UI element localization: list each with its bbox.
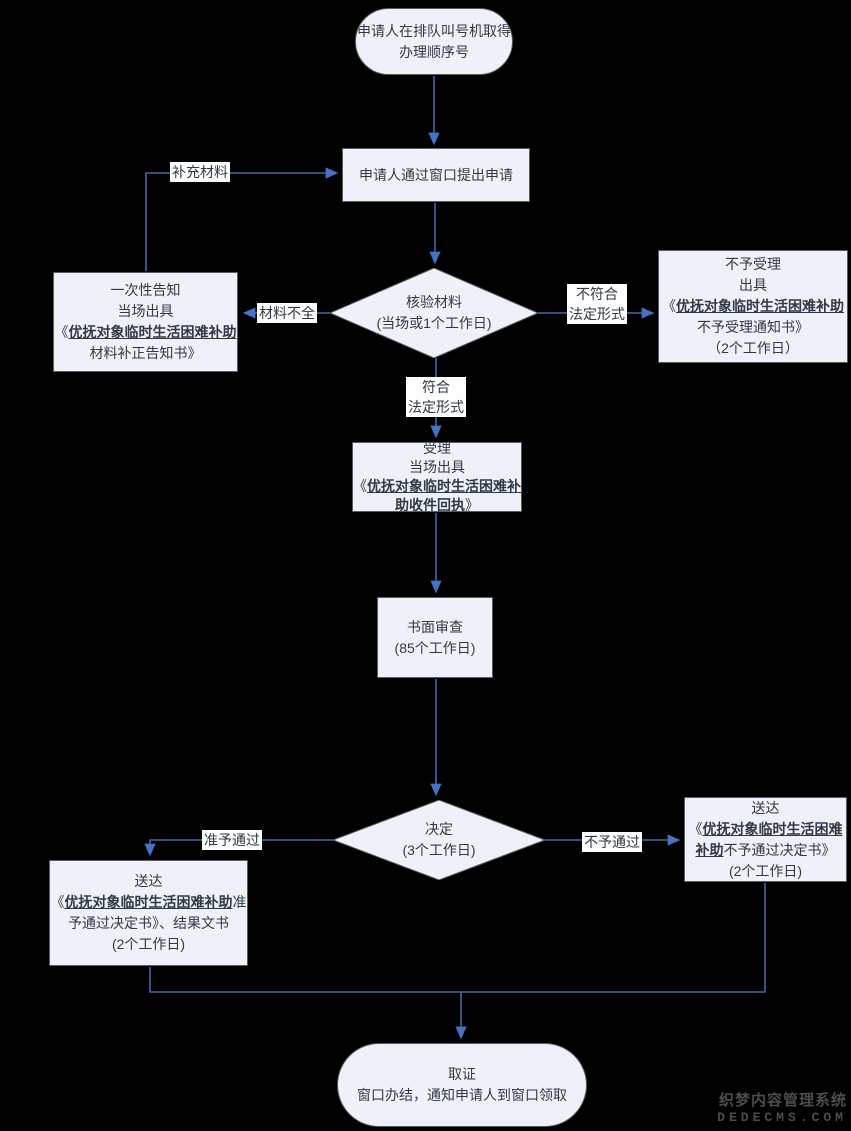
node-text: 一次性告知当场出具《优抚对象临时生活困难补助材料补正告知书》 bbox=[54, 282, 237, 361]
flow-node-deliver-approve: 送达《优抚对象临时生活困难补助准予通过决定书》、结果文书(2个工作日) bbox=[49, 860, 248, 966]
edge-notify-to-apply bbox=[145, 167, 339, 271]
watermark: 织梦内容管理系统 DEDECMS.COM bbox=[717, 1089, 847, 1125]
edge-label-supplement-materials: 补充材料 bbox=[170, 162, 230, 182]
flow-node-decide-text: 决定(3个工作日) bbox=[333, 800, 545, 880]
flow-node-start: 申请人在排队叫号机取得办理顺序号 bbox=[355, 8, 513, 75]
flow-node-decide: 决定(3个工作日) bbox=[333, 800, 545, 880]
flow-node-review: 书面审查(85个工作日) bbox=[377, 597, 493, 678]
flow-node-deliver-reject: 送达《优抚对象临时生活困难补助不予通过决定书》(2个工作日) bbox=[684, 797, 847, 882]
flow-node-apply: 申请人通过窗口提出申请 bbox=[342, 148, 530, 202]
node-text: 送达《优抚对象临时生活困难补助准予通过决定书》、结果文书(2个工作日) bbox=[50, 873, 247, 952]
node-text: 申请人在排队叫号机取得办理顺序号 bbox=[357, 22, 511, 60]
decision-diamond-shape bbox=[333, 800, 545, 880]
edge-decide-to-deliver-approve bbox=[144, 839, 333, 857]
node-text: 决定(3个工作日) bbox=[402, 821, 476, 858]
edge-label-legal-form: 符合 法定形式 bbox=[406, 377, 466, 417]
edge-label-not-approved: 不予通过 bbox=[582, 832, 642, 852]
flow-node-reject-accept: 不予受理出具《优抚对象临时生活困难补助不予受理通知书》（2个工作日） bbox=[658, 250, 848, 363]
node-text: 书面审查(85个工作日) bbox=[394, 618, 476, 656]
node-text: 受理当场出具《优抚对象临时生活困难补助收件回执》 bbox=[353, 442, 521, 512]
node-text: 核验材料(当场或1个工作日) bbox=[376, 294, 492, 331]
flow-node-verify-text: 核验材料(当场或1个工作日) bbox=[330, 268, 538, 358]
node-text: 送达《优抚对象临时生活困难补助不予通过决定书》(2个工作日) bbox=[688, 799, 843, 879]
flow-node-end: 取证窗口办结，通知申请人到窗口领取 bbox=[337, 1043, 587, 1127]
flow-node-verify: 核验材料(当场或1个工作日) bbox=[330, 268, 538, 358]
node-text: 申请人通过窗口提出申请 bbox=[359, 166, 513, 183]
node-text: 不予受理出具《优抚对象临时生活困难补助不予受理通知书》（2个工作日） bbox=[662, 256, 844, 356]
flow-node-accept: 受理当场出具《优抚对象临时生活困难补助收件回执》 bbox=[352, 442, 522, 512]
node-text: 取证窗口办结，通知申请人到窗口领取 bbox=[357, 1066, 567, 1103]
flow-node-notify-correct: 一次性告知当场出具《优抚对象临时生活困难补助材料补正告知书》 bbox=[53, 272, 238, 372]
watermark-dedecms-text: DEDECMS.COM bbox=[717, 1110, 847, 1125]
watermark-cn-text: 织梦内容管理系统 bbox=[718, 1092, 847, 1109]
edge-label-approved: 准予通过 bbox=[202, 830, 262, 850]
edge-converge-line bbox=[149, 883, 766, 993]
edge-label-materials-incomplete: 材料不全 bbox=[257, 303, 317, 323]
decision-diamond-shape bbox=[330, 268, 538, 358]
edge-label-not-legal-form: 不符合 法定形式 bbox=[567, 284, 627, 324]
